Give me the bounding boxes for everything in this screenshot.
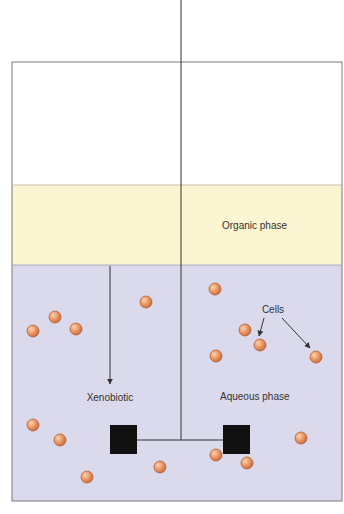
cell: [49, 311, 61, 323]
cell: [295, 432, 307, 444]
phase-boundary: [12, 265, 342, 266]
aqueous-phase-band: Aqueous phase: [12, 265, 342, 501]
cell: [210, 350, 222, 362]
cell: [81, 471, 93, 483]
callout-label: Cells: [262, 304, 284, 316]
stirrer-shaft: [181, 0, 182, 440]
cell: [254, 339, 266, 351]
cell: [209, 283, 221, 295]
impeller-blade: [223, 425, 250, 454]
cell: [70, 323, 82, 335]
vessel-outline: [12, 62, 342, 501]
stirrer-arm: [130, 440, 232, 441]
cell: [140, 296, 152, 308]
impeller-blade: [110, 425, 137, 454]
cell: [27, 325, 39, 337]
phase-label: Organic phase: [222, 220, 287, 232]
phase-label: Aqueous phase: [220, 391, 290, 403]
diffusion-arrow: [110, 266, 111, 384]
substance-label: Xenobiotic: [87, 392, 134, 404]
leader-arrow: [282, 318, 310, 348]
cell: [210, 449, 222, 461]
cell: [27, 419, 39, 431]
aqueous-band: [12, 265, 342, 501]
cell: [54, 434, 66, 446]
organic-band: [12, 185, 342, 265]
cell: [239, 324, 251, 336]
cell: [154, 461, 166, 473]
cell-group: [27, 283, 322, 483]
leader-arrow: [259, 318, 264, 336]
organic-phase-band: Organic phase: [12, 185, 342, 265]
phase-boundary: [12, 185, 342, 186]
cell: [310, 351, 322, 363]
cell: [241, 457, 253, 469]
